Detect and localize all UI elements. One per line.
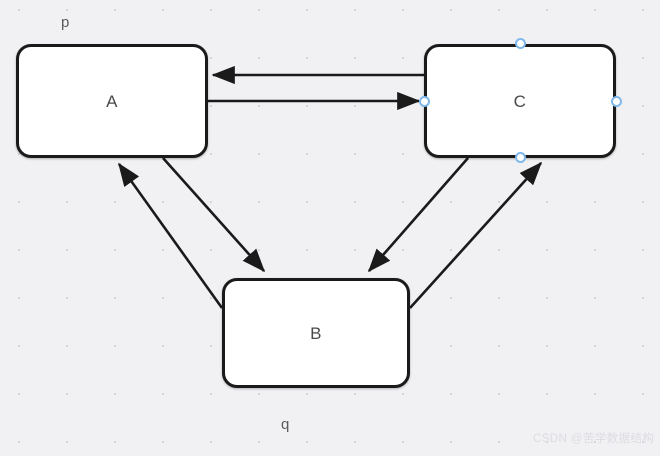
node-c[interactable]: C — [424, 44, 616, 158]
edge-c-to-b[interactable] — [367, 157, 469, 273]
node-b[interactable]: B — [222, 278, 410, 388]
label-q[interactable]: q — [281, 416, 290, 433]
connection-handle-left[interactable] — [419, 96, 430, 107]
node-c-label: C — [513, 91, 527, 111]
connection-handle-top[interactable] — [515, 38, 526, 49]
connection-handle-bottom[interactable] — [515, 152, 526, 163]
edge-b-to-a[interactable] — [117, 162, 224, 309]
edge-a-to-b[interactable] — [162, 157, 266, 273]
edge-b-to-c[interactable] — [409, 161, 543, 309]
connection-handle-right[interactable] — [611, 96, 622, 107]
node-a-label: A — [106, 91, 118, 111]
node-b-label: B — [310, 323, 322, 343]
watermark: CSDN @苦学数据结构 — [533, 433, 655, 445]
node-a[interactable]: A — [16, 44, 208, 158]
label-p[interactable]: p — [61, 14, 70, 31]
